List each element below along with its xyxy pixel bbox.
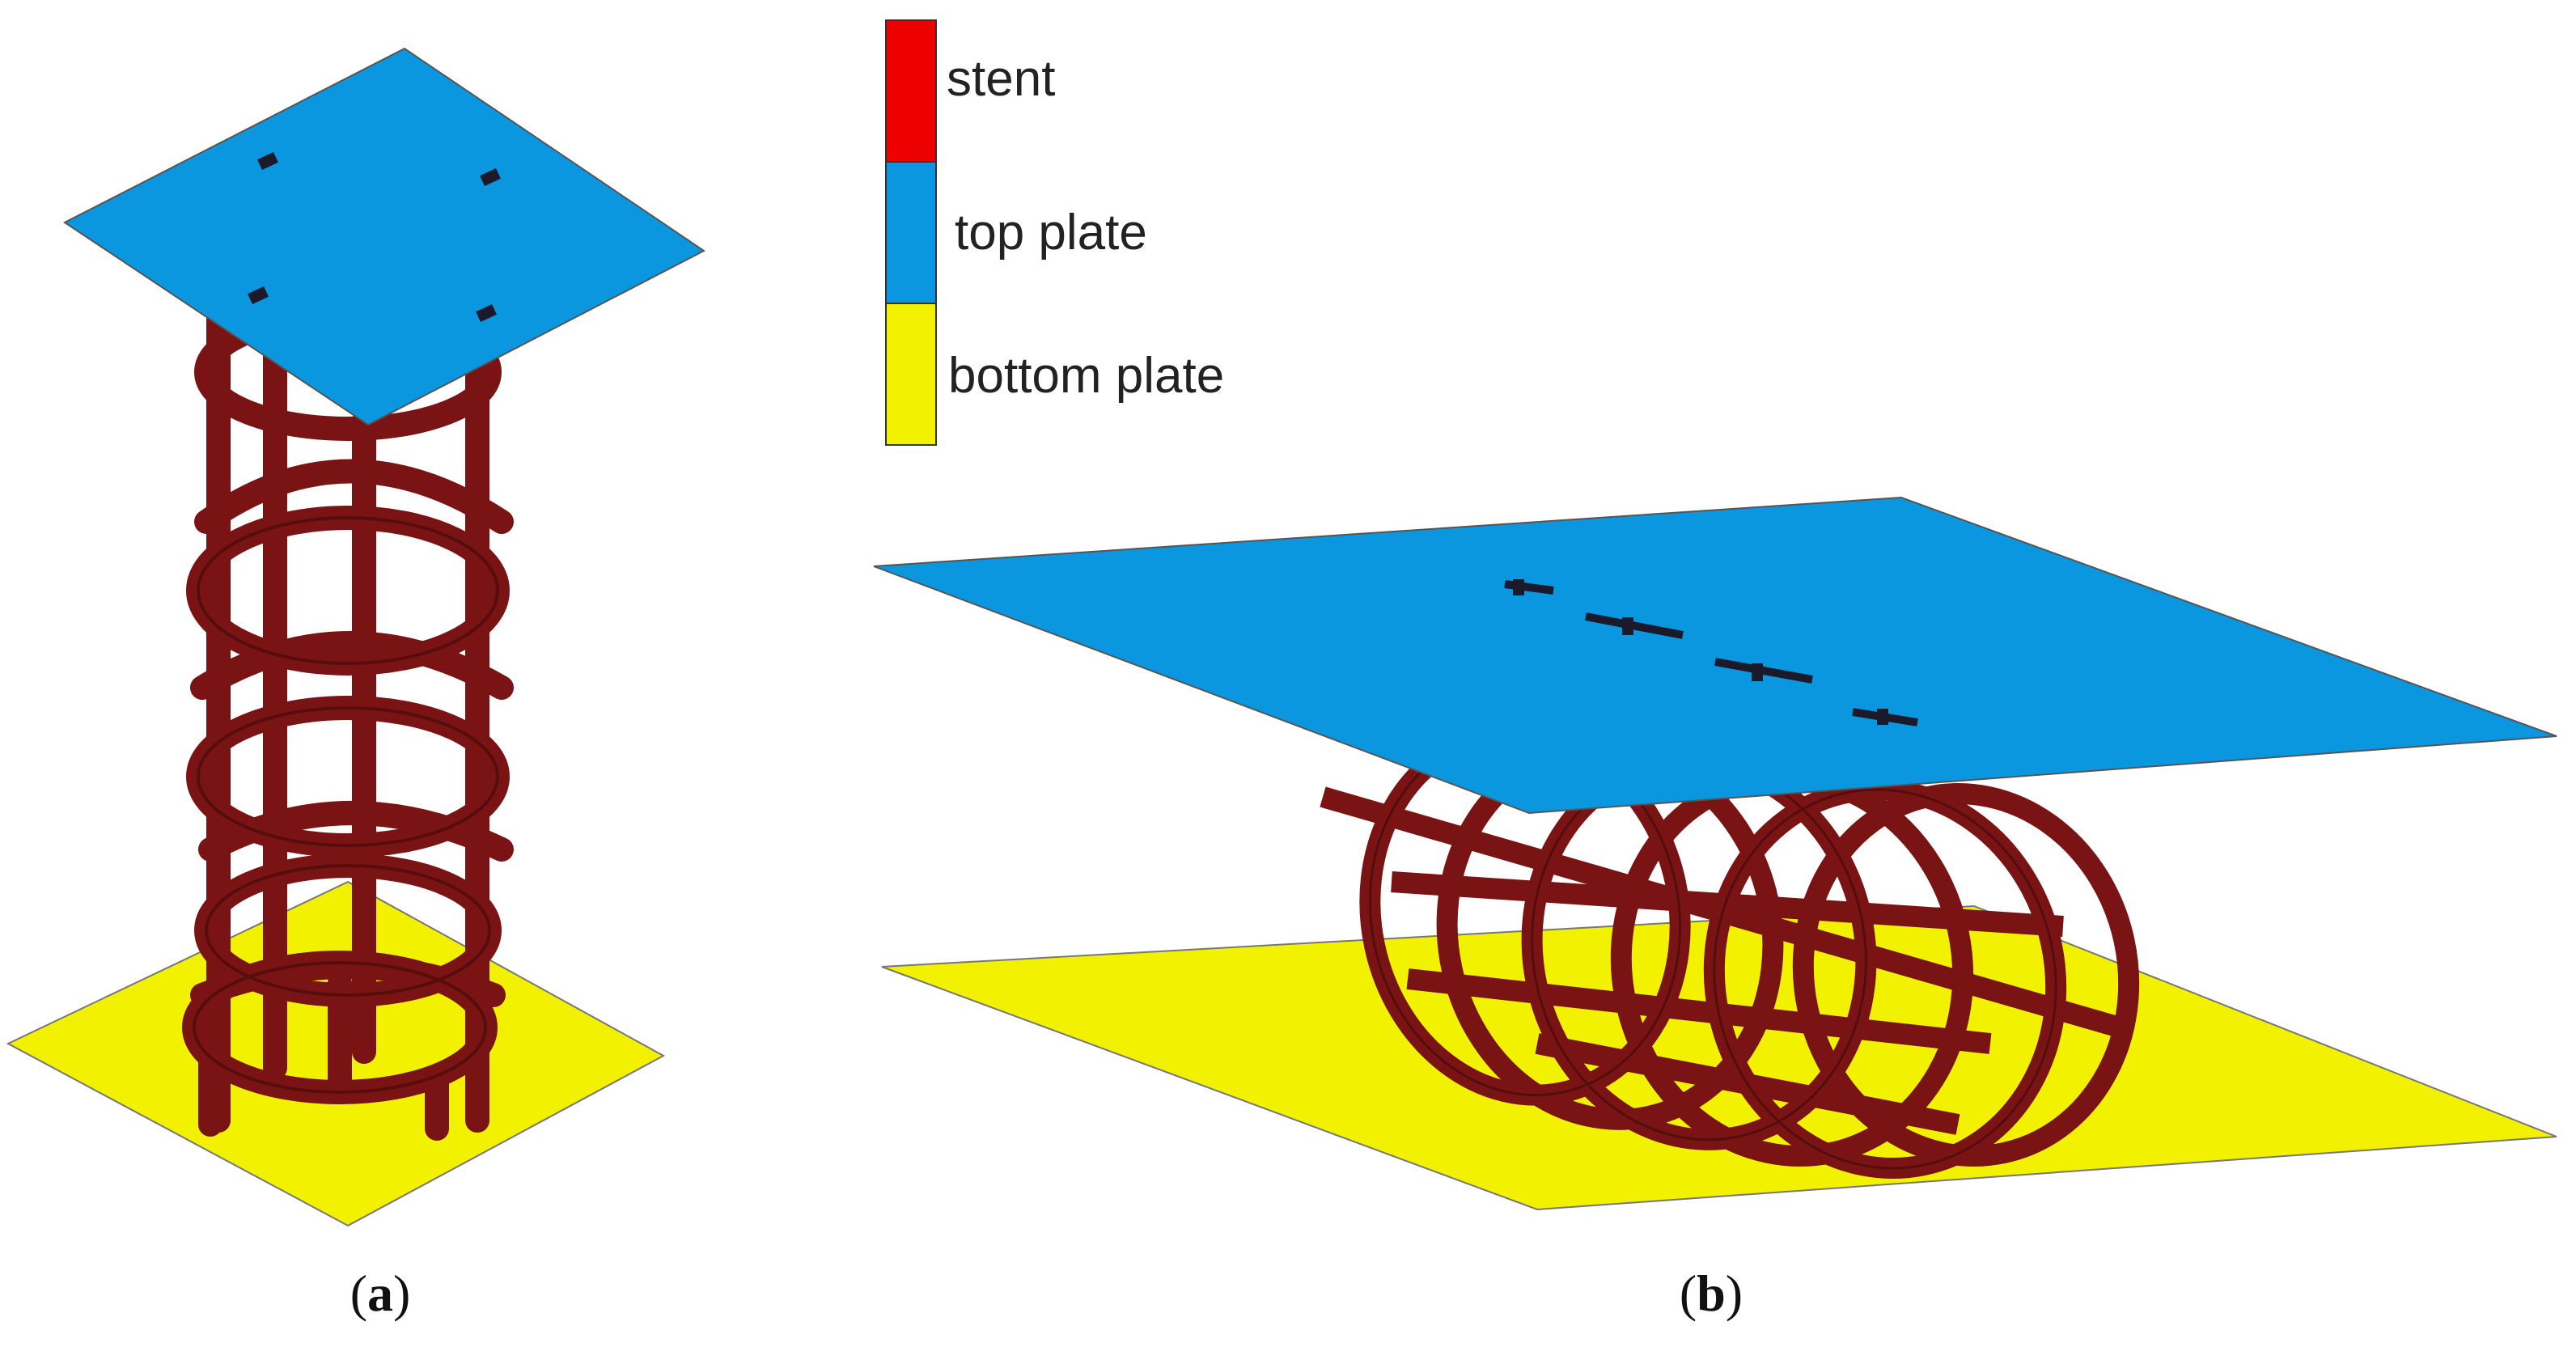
- panel-b-top-plate: [873, 496, 2557, 815]
- legend-swatch-bottom-plate: [885, 303, 937, 446]
- legend-label-stent: stent: [947, 51, 1055, 107]
- panel-a-top-plate: [63, 47, 705, 426]
- legend-swatch-stent: [885, 19, 937, 163]
- panel-b-caption: (b): [1680, 1264, 1743, 1322]
- panel-a: [6, 47, 705, 1227]
- legend-swatch-top-plate: [885, 161, 937, 304]
- panel-a-caption: (a): [350, 1264, 411, 1322]
- panel-b: [873, 496, 2557, 1211]
- legend-label-top-plate: top plate: [955, 205, 1147, 261]
- legend-label-bottom-plate: bottom plate: [948, 348, 1224, 404]
- legend: stent top plate bottom plate: [885, 19, 1224, 446]
- panel-a-plate-holes: [248, 152, 501, 322]
